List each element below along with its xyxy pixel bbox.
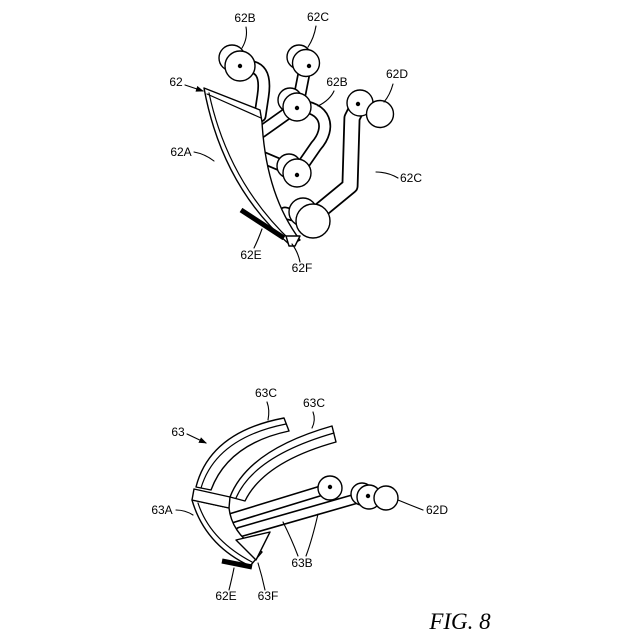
knob-62d-left-dot [356, 102, 360, 106]
label-63c-left: 63C [255, 386, 277, 400]
label-63c-right: 63C [303, 396, 325, 410]
label-62e: 62E [240, 248, 261, 262]
label-62d-bottom: 62D [426, 503, 448, 517]
knob-63b-upper-dot [328, 485, 332, 489]
knob-lower-dot [295, 173, 299, 177]
label-62c-side: 62C [400, 171, 422, 185]
knob-62b-mid-dot [295, 106, 299, 110]
label-62a: 62A [170, 145, 191, 159]
assembly-63: 63C 63C 63 63A 62D 63B 62E 63F [151, 386, 448, 603]
arrow-63 [187, 434, 206, 443]
leader-62a [194, 152, 214, 161]
knob-62c-top-dot [307, 64, 311, 68]
figure-caption: FIG. 8 [428, 609, 491, 634]
leader-62e [254, 229, 262, 248]
leader-63c-right [312, 412, 314, 428]
knob-62d-bottom [374, 486, 398, 510]
knob-62d-right [367, 101, 394, 128]
leader-62b-top [242, 27, 247, 48]
label-62c-top: 62C [307, 10, 329, 24]
label-62b-mid: 62B [326, 75, 347, 89]
leader-62b-mid [318, 91, 334, 106]
knob-63b-lower-dot [366, 494, 370, 498]
label-62e-bottom: 62E [215, 589, 236, 603]
label-63f: 63F [258, 589, 279, 603]
assembly-62: 62B 62C 62 62B 62D 62A 62C 62E 62F [169, 10, 422, 275]
label-62f: 62F [292, 261, 313, 275]
label-63: 63 [171, 425, 185, 439]
leader-62d [384, 84, 393, 102]
leader-63f [258, 563, 265, 590]
arrow-62 [185, 85, 203, 91]
knob-bottom [296, 204, 330, 238]
leader-63a [176, 510, 193, 515]
leader-62c-side [376, 172, 398, 178]
leader-63b-right [306, 514, 318, 556]
label-62: 62 [169, 75, 183, 89]
leader-63c-left [267, 402, 269, 420]
label-62b-top: 62B [234, 11, 255, 25]
knob-62b-top-dot [238, 64, 242, 68]
knob-62c-top [293, 50, 320, 77]
leader-62e-bottom [229, 568, 234, 590]
leader-63b-left [283, 522, 298, 556]
label-62d: 62D [386, 67, 408, 81]
label-63a: 63A [151, 503, 172, 517]
leader-62c-top [308, 26, 316, 47]
label-63b: 63B [291, 556, 312, 570]
leader-62d-bottom [398, 500, 423, 510]
